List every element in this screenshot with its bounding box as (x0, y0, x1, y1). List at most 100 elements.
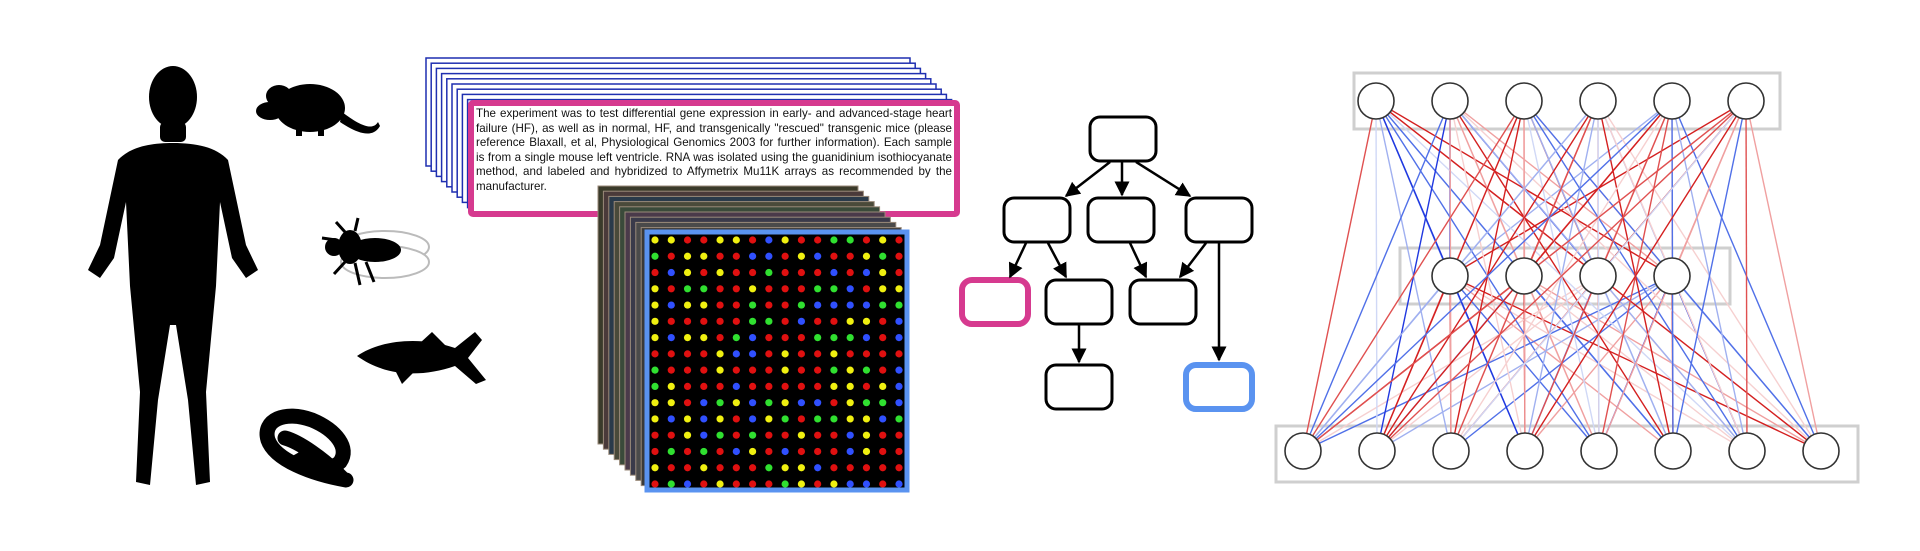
microarray-spot (651, 382, 659, 390)
microarray-spot (732, 252, 740, 260)
microarray-spot (879, 301, 887, 309)
microarray-spot (732, 447, 740, 456)
microarray-spot (846, 464, 854, 472)
microarray-spot (765, 334, 773, 342)
microarray-spot (700, 252, 708, 260)
nn-node (1284, 432, 1322, 470)
microarray-spot (830, 415, 838, 423)
microarray-spot (749, 350, 757, 358)
nn-node (1505, 257, 1543, 295)
microarray-spot (830, 480, 838, 488)
microarray-spot (683, 252, 692, 260)
microarray-spot (749, 447, 757, 456)
microarray-spot (814, 480, 822, 488)
nn-edge (1745, 100, 1822, 452)
microarray-spot (651, 236, 659, 244)
nn-node (1431, 82, 1469, 120)
microarray-spot (862, 480, 871, 488)
microarray-spot (781, 399, 789, 407)
microarray-spot (732, 236, 740, 244)
pathway-arrow (1179, 242, 1207, 279)
pathway-node (1128, 278, 1198, 326)
pathway-node (1086, 196, 1156, 244)
microarray-spot (781, 366, 789, 374)
microarray-spot (781, 236, 789, 244)
microarray-spot (846, 268, 854, 277)
pathway-node-highlight-magenta (959, 277, 1031, 327)
microarray-spot (895, 334, 903, 342)
microarray-highlight-frame (644, 229, 910, 493)
microarray-spot (846, 317, 854, 325)
nn-node (1654, 432, 1692, 470)
microarray-spot (797, 366, 806, 374)
microarray-spot (895, 285, 903, 293)
microarray-spot (700, 431, 708, 439)
microarray-spot (862, 334, 871, 342)
microarray-spot (732, 350, 740, 358)
microarray-spot (667, 382, 675, 390)
microarray-spot (700, 399, 708, 407)
microarray-spot (651, 268, 659, 277)
microarray-spot (895, 350, 903, 358)
pathway-node (1044, 363, 1114, 411)
pathway-node (1002, 196, 1072, 244)
microarray-spot (862, 350, 871, 358)
microarray-spot (846, 399, 854, 407)
nn-edge (1302, 100, 1377, 452)
microarray-spot (830, 252, 838, 260)
worm-silhouette-icon (259, 408, 354, 488)
microarray-spot (667, 447, 675, 456)
microarray-spot (700, 382, 708, 390)
microarray-spot (797, 382, 806, 390)
microarray-spot (765, 464, 773, 472)
microarray-spot (667, 317, 675, 325)
microarray-spot (765, 236, 773, 244)
pathway-node (1044, 278, 1114, 326)
microarray-spot (732, 317, 740, 325)
microarray-spot (700, 317, 708, 325)
nn-node (1802, 432, 1840, 470)
microarray-spot (716, 236, 724, 244)
microarray-spot (667, 268, 675, 277)
microarray-spot (846, 447, 854, 456)
pathway-node (1088, 115, 1158, 163)
microarray-spot (732, 366, 740, 374)
microarray-spot (781, 464, 789, 472)
microarray-spot (765, 480, 773, 488)
microarray-spot (846, 236, 854, 244)
nn-node (1728, 432, 1766, 470)
microarray-spot (683, 350, 692, 358)
microarray-spot (700, 415, 708, 423)
microarray-spot (765, 415, 773, 423)
microarray-spot (797, 415, 806, 423)
microarray-spot (895, 464, 903, 472)
microarray-spot (732, 382, 740, 390)
microarray-spot (749, 415, 757, 423)
microarray-spot (749, 334, 757, 342)
microarray-spot (781, 480, 789, 488)
pathway-node-highlight-blue (1183, 362, 1255, 412)
nn-node (1579, 82, 1617, 120)
microarray-spot (846, 382, 854, 390)
microarray-spot (797, 301, 806, 309)
microarray-grid-background (647, 232, 907, 490)
microarray-spot (749, 285, 757, 293)
microarray-spot (862, 236, 871, 244)
microarray-spot (895, 268, 903, 277)
microarray-spot (765, 447, 773, 456)
microarray-spot (797, 464, 806, 472)
microarray-spot (683, 447, 692, 456)
nn-edge (1302, 100, 1673, 452)
microarray-spot (879, 366, 887, 374)
microarray-spot (830, 301, 838, 309)
experiment-description-text: The experiment was to test differential … (476, 107, 952, 193)
microarray-spot (879, 285, 887, 293)
nn-edge (1302, 100, 1451, 452)
microarray-spot (781, 447, 789, 456)
microarray-spot (830, 382, 838, 390)
microarray-spot (781, 382, 789, 390)
microarray-spot (683, 480, 692, 488)
microarray-spot (797, 317, 806, 325)
microarray-spot (683, 317, 692, 325)
microarray-spot (879, 447, 887, 456)
